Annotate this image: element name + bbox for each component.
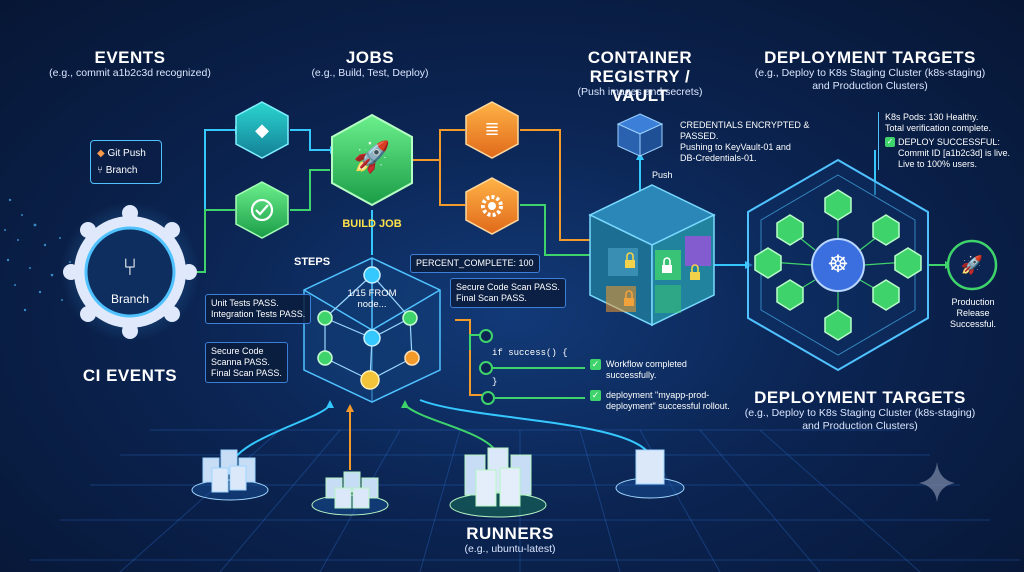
build-job-label: BUILD JOB <box>342 218 402 230</box>
check-icon: ✓ <box>590 390 601 401</box>
steps-nodes <box>317 266 420 390</box>
if-close-label: } <box>492 377 498 387</box>
production-circle <box>946 239 998 291</box>
git-job-hex <box>235 101 289 159</box>
build-job-hex <box>331 113 413 207</box>
percent-complete-label: PERCENT_COMPLETE: 100 <box>410 254 540 273</box>
ci-events-title: CI EVENTS <box>82 366 178 385</box>
registry-title-line-2: REGISTRY / VAULT <box>589 67 691 105</box>
runner-stack-4 <box>615 449 685 499</box>
kubernetes-icon: ☸ <box>827 251 849 278</box>
connector-db-to-registry <box>520 129 590 241</box>
deployment-text: deployment "myapp-prod- deployment" succ… <box>606 390 730 411</box>
connector-git-to-build <box>290 129 330 151</box>
runners-title: RUNNERS <box>466 524 554 543</box>
connector-gear-to-registry <box>520 204 590 256</box>
git-icon: ◆ <box>97 148 105 159</box>
deployment-result: ✓ deployment "myapp-prod- deployment" su… <box>590 390 730 412</box>
gear-job-hex <box>465 177 519 235</box>
pods-status-text: K8s Pods: 130 Healthy. Total verificatio… <box>885 112 992 133</box>
ci-node-label: Branch <box>110 292 150 306</box>
if-success-label: if success() { <box>492 348 568 358</box>
rocket-icon: 🚀 <box>353 141 391 174</box>
if-node <box>479 329 493 343</box>
runner-stack-1 <box>191 449 269 501</box>
production-rocket-icon: 🚀 <box>960 255 984 275</box>
events-list: ◆ Git Push ⑂ Branch <box>90 140 162 184</box>
registry-title-line-1: CONTAINER <box>587 48 693 67</box>
registry-locks <box>624 252 700 306</box>
sparkle-star <box>919 462 955 502</box>
registry-subtitle: (Push images and secrets) <box>577 86 703 98</box>
check-icon: ✓ <box>590 359 601 370</box>
ci-events-node <box>60 202 200 342</box>
connector-build-to-db <box>410 129 465 161</box>
push-label: Push <box>652 170 673 180</box>
production-label: Production Release Successful. <box>949 297 997 329</box>
connector-build-to-gear <box>410 159 465 206</box>
particle-stream <box>4 198 71 312</box>
credentials-note: CREDENTIALS ENCRYPTED & PASSED. Pushing … <box>680 120 810 163</box>
runner-stack-2 <box>311 471 389 516</box>
runners-subtitle: (e.g., ubuntu-latest) <box>464 543 556 555</box>
workflow-result: ✓ Workflow completed successfully. <box>590 359 687 381</box>
kubernetes-core <box>811 238 865 292</box>
connector-runner4 <box>419 399 651 456</box>
cluster-pods <box>754 189 922 341</box>
registry-title: CONTAINER REGISTRY / VAULT <box>570 48 710 105</box>
progress-line-2: node... <box>357 299 387 310</box>
progress-line-1: 1/15 FROM <box>347 288 397 299</box>
database-icon: ≣ <box>484 119 500 139</box>
jobs-title: JOBS <box>345 48 395 67</box>
container-icon-shape <box>616 113 664 157</box>
deploy-success-row: ✓ DEPLOY SUCCESSFUL: Commit ID [a1b2c3d]… <box>885 137 1013 170</box>
workflow-node <box>479 361 493 375</box>
database-job-hex <box>465 101 519 159</box>
check-job-hex <box>235 181 289 239</box>
registry-cube <box>588 184 716 327</box>
connector-check-to-build <box>290 169 330 211</box>
deployment-bottom-subtitle: (e.g., Deploy to K8s Staging Cluster (k8… <box>744 407 976 432</box>
runner-stack-3 <box>449 447 547 518</box>
secure-scan-left-label: Secure Code Scanna PASS. Final Scan PASS… <box>205 342 288 383</box>
check-icon: ✓ <box>885 137 895 147</box>
events-subtitle: (e.g., commit a1b2c3d recognized) <box>49 67 211 79</box>
cluster-status-panel: K8s Pods: 130 Healthy. Total verificatio… <box>878 112 1013 170</box>
events-item-branch: ⑂ Branch <box>97 165 138 176</box>
deployment-bottom-title: DEPLOYMENT TARGETS <box>754 388 966 407</box>
events-title: EVENTS <box>94 48 166 67</box>
progress-label: 1/15 FROM node... <box>340 288 404 310</box>
workflow-text: Workflow completed successfully. <box>606 359 687 380</box>
steps-title: STEPS <box>294 256 331 268</box>
deployment-top-subtitle: (e.g., Deploy to K8s Staging Cluster (k8… <box>754 67 986 92</box>
branch-icon: ⑂ <box>122 254 138 281</box>
branch-icon: ⑂ <box>97 165 103 176</box>
events-item-git-push: ◆ Git Push <box>97 148 146 159</box>
jobs-subtitle: (e.g., Build, Test, Deploy) <box>311 67 429 79</box>
deployment-top-title: DEPLOYMENT TARGETS <box>764 48 976 67</box>
git-icon: ◆ <box>255 120 269 140</box>
deploy-node <box>481 391 495 405</box>
secure-scan-right-label: Secure Code Scan PASS. Final Scan PASS. <box>450 278 566 308</box>
deploy-success-text: DEPLOY SUCCESSFUL: Commit ID [a1b2c3d] i… <box>898 137 1011 169</box>
connector-runner3 <box>404 404 496 451</box>
unit-tests-label: Unit Tests PASS. Integration Tests PASS. <box>205 294 312 324</box>
